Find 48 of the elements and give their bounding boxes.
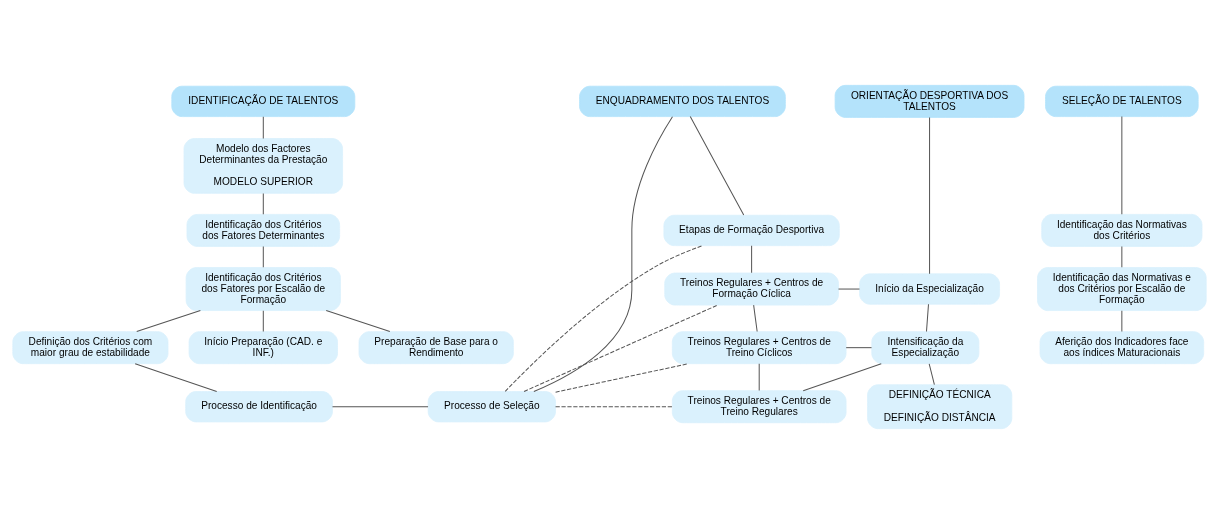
node-box: Intensificação da Especialização [871, 330, 980, 364]
connector [838, 288, 860, 290]
connector [325, 309, 391, 332]
connector [1121, 115, 1123, 215]
connector [925, 303, 929, 332]
node-box: Treinos Regulares + Centros de Treino Regulares [671, 389, 847, 423]
node-box: Treinos Regulares + Centros de Formação Cíclica [664, 272, 839, 305]
connector [555, 362, 689, 393]
connector [1121, 245, 1123, 268]
connector [1121, 309, 1123, 332]
node-box: Processo de Identificação [185, 390, 333, 422]
node-box: Início da Especialização [859, 272, 1000, 305]
connector [753, 304, 758, 332]
connector [262, 115, 264, 139]
node-box: Processo de Seleção [427, 390, 556, 422]
connector [504, 244, 704, 392]
connector [758, 362, 760, 391]
connector [928, 362, 935, 385]
connector [533, 115, 673, 392]
connector [136, 309, 201, 332]
node-box: IDENTIFICAÇÃO DE TALENTOS [171, 85, 356, 117]
connector [262, 245, 264, 268]
connector [689, 115, 745, 216]
node-box: ENQUADRAMENTO DOS TALENTOS [579, 85, 786, 117]
node-box: Identificação das Normativas dos Critérios [1041, 213, 1203, 247]
node-box: Aferição dos Indicadores face aos índices Maturacionais [1039, 330, 1205, 364]
node-box: SELEÇÃO DE TALENTOS [1045, 85, 1199, 117]
connector [751, 244, 753, 273]
node-box: Identificação dos Critérios dos Fatores por Escalão de Formação [185, 266, 341, 311]
connector [134, 362, 218, 392]
connector [929, 116, 931, 274]
connector [555, 405, 673, 407]
node-box: Início Preparação (CAD. e INF.) [188, 330, 338, 364]
node-box: Identificação das Normativas e dos Critérios por Escalão de Formação [1037, 266, 1207, 311]
node-box: Definição dos Critérios com maior grau de estabilidade [12, 330, 169, 364]
node-box: ORIENTAÇÃO DESPORTIVA DOS TALENTOS [834, 84, 1025, 118]
node-box: DEFINIÇÃO TÉCNICA DEFINIÇÃO DISTÂNCIA [867, 383, 1013, 429]
connector [262, 309, 264, 332]
node-box: Preparação de Base para o Rendimento [358, 330, 514, 364]
connector [802, 362, 882, 391]
connector [262, 192, 264, 215]
connector [845, 346, 873, 348]
node-box: Etapas de Formação Desportiva [663, 214, 840, 246]
node-box: Identificação dos Critérios dos Fatores Determinantes [186, 213, 341, 247]
node-box: Modelo dos Factores Determinantes da Prestação MODELO SUPERIOR [183, 137, 343, 194]
node-box: Treinos Regulares + Centros de Treino Cíclicos [671, 330, 847, 364]
connector [523, 304, 718, 392]
connector [332, 405, 429, 407]
